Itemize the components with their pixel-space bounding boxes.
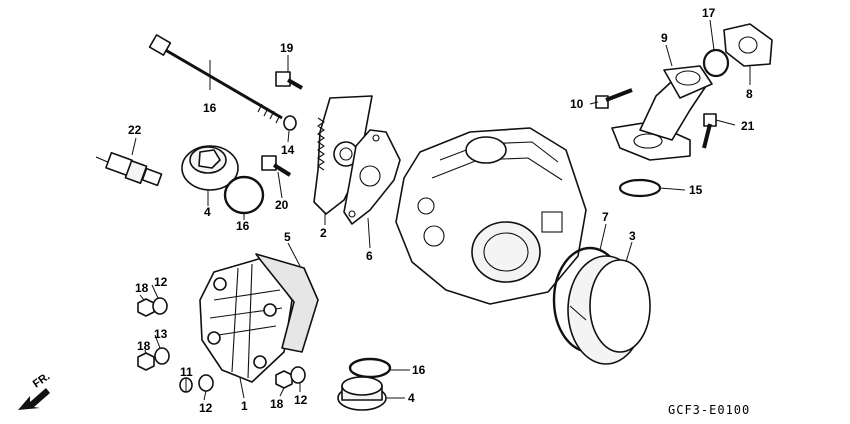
callout-20-upper: 19: [280, 41, 294, 55]
thread: [257, 103, 281, 124]
o-ring-upper: [223, 175, 265, 215]
washer-d: [198, 374, 214, 392]
callout-9: 9: [661, 31, 668, 45]
callout-19: 16: [203, 101, 217, 115]
washer-b: [154, 347, 170, 365]
diagram-code: GCF3-E0100: [668, 403, 750, 417]
intake-o-ring: [618, 178, 662, 198]
callout-11: 11: [180, 365, 193, 379]
sealing-washer: [283, 115, 297, 131]
callout-2: 2: [320, 226, 327, 240]
washer-e: [290, 366, 306, 384]
callout-20-lower: 20: [275, 198, 289, 212]
o-ring-lower: [348, 357, 392, 379]
intake-pipe: [611, 65, 713, 161]
leader-lines: [131, 19, 751, 401]
insulator-o-ring: [702, 48, 730, 78]
callout-3: 3: [629, 229, 636, 243]
holder-gasket: [343, 129, 401, 225]
adjuster-cap-upper: [181, 145, 239, 191]
callout-18-b: 18: [137, 339, 151, 353]
callout-17: 17: [702, 6, 716, 20]
callout-6: 6: [366, 249, 373, 263]
front-label: FR.: [31, 370, 52, 390]
bolt-lower: [261, 155, 292, 177]
callout-4-lower: 4: [408, 391, 415, 405]
washer-a: [152, 297, 168, 315]
callout-16-lower: 16: [412, 363, 426, 377]
callout-18-a: 18: [135, 281, 149, 295]
adjuster-cap-lower: [337, 376, 387, 411]
callout-12-c: 12: [294, 393, 308, 407]
callout-14: 14: [281, 143, 295, 157]
intake-bolt-right: [702, 113, 717, 149]
callout-7: 7: [602, 210, 609, 224]
cover-gasket: [255, 253, 319, 353]
bolt-upper: [275, 71, 303, 90]
intake-bolt-left: [595, 88, 633, 109]
cylinder-head: [395, 127, 587, 305]
nut-3: [275, 370, 293, 389]
callout-15: 15: [689, 183, 703, 197]
nut-1: [137, 298, 155, 317]
spark-plug: [95, 151, 163, 187]
callout-1: 1: [241, 399, 248, 413]
callout-21: 21: [741, 119, 755, 133]
callout-4-upper: 4: [204, 205, 211, 219]
intake-insulator: [723, 23, 773, 67]
front-direction-arrow: FR.: [18, 370, 52, 410]
stud-bolt: [148, 34, 283, 124]
callout-5: 5: [284, 230, 291, 244]
callout-8: 8: [746, 87, 753, 101]
callout-22: 22: [128, 123, 142, 137]
nut-2: [137, 352, 155, 371]
side-cover: [567, 255, 651, 365]
callout-12-a: 12: [154, 275, 168, 289]
callout-13: 13: [154, 327, 168, 341]
callout-12-b: 12: [199, 401, 213, 415]
callout-18-c: 18: [270, 397, 284, 411]
callout-10: 10: [570, 97, 584, 111]
callout-16-upper: 16: [236, 219, 250, 233]
